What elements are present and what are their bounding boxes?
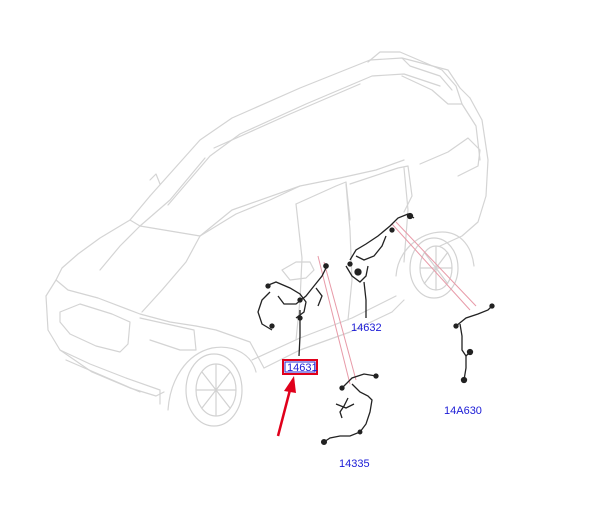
leader-lines: [317, 221, 477, 385]
callout-label-14A630[interactable]: 14A630: [444, 405, 482, 417]
callout-highlight-inner: [284, 361, 316, 373]
callout-highlight-box: [282, 359, 318, 375]
rear-door-harness-installed: [345, 212, 415, 318]
front-door-harness-installed: [257, 263, 329, 357]
callout-label-14632[interactable]: 14632: [351, 322, 382, 334]
callout-label-14335[interactable]: 14335: [339, 458, 370, 470]
front-door-harness-exploded: [320, 373, 379, 446]
pointer-arrow-icon: [276, 376, 296, 437]
callout-label-14631[interactable]: 14631: [287, 362, 318, 374]
front-wheel: [185, 353, 243, 427]
vehicle-outline: [45, 51, 489, 411]
rear-link-harness-exploded: [453, 303, 495, 384]
callout-highlighted[interactable]: 14631: [282, 359, 318, 375]
rear-wheel: [409, 237, 459, 299]
